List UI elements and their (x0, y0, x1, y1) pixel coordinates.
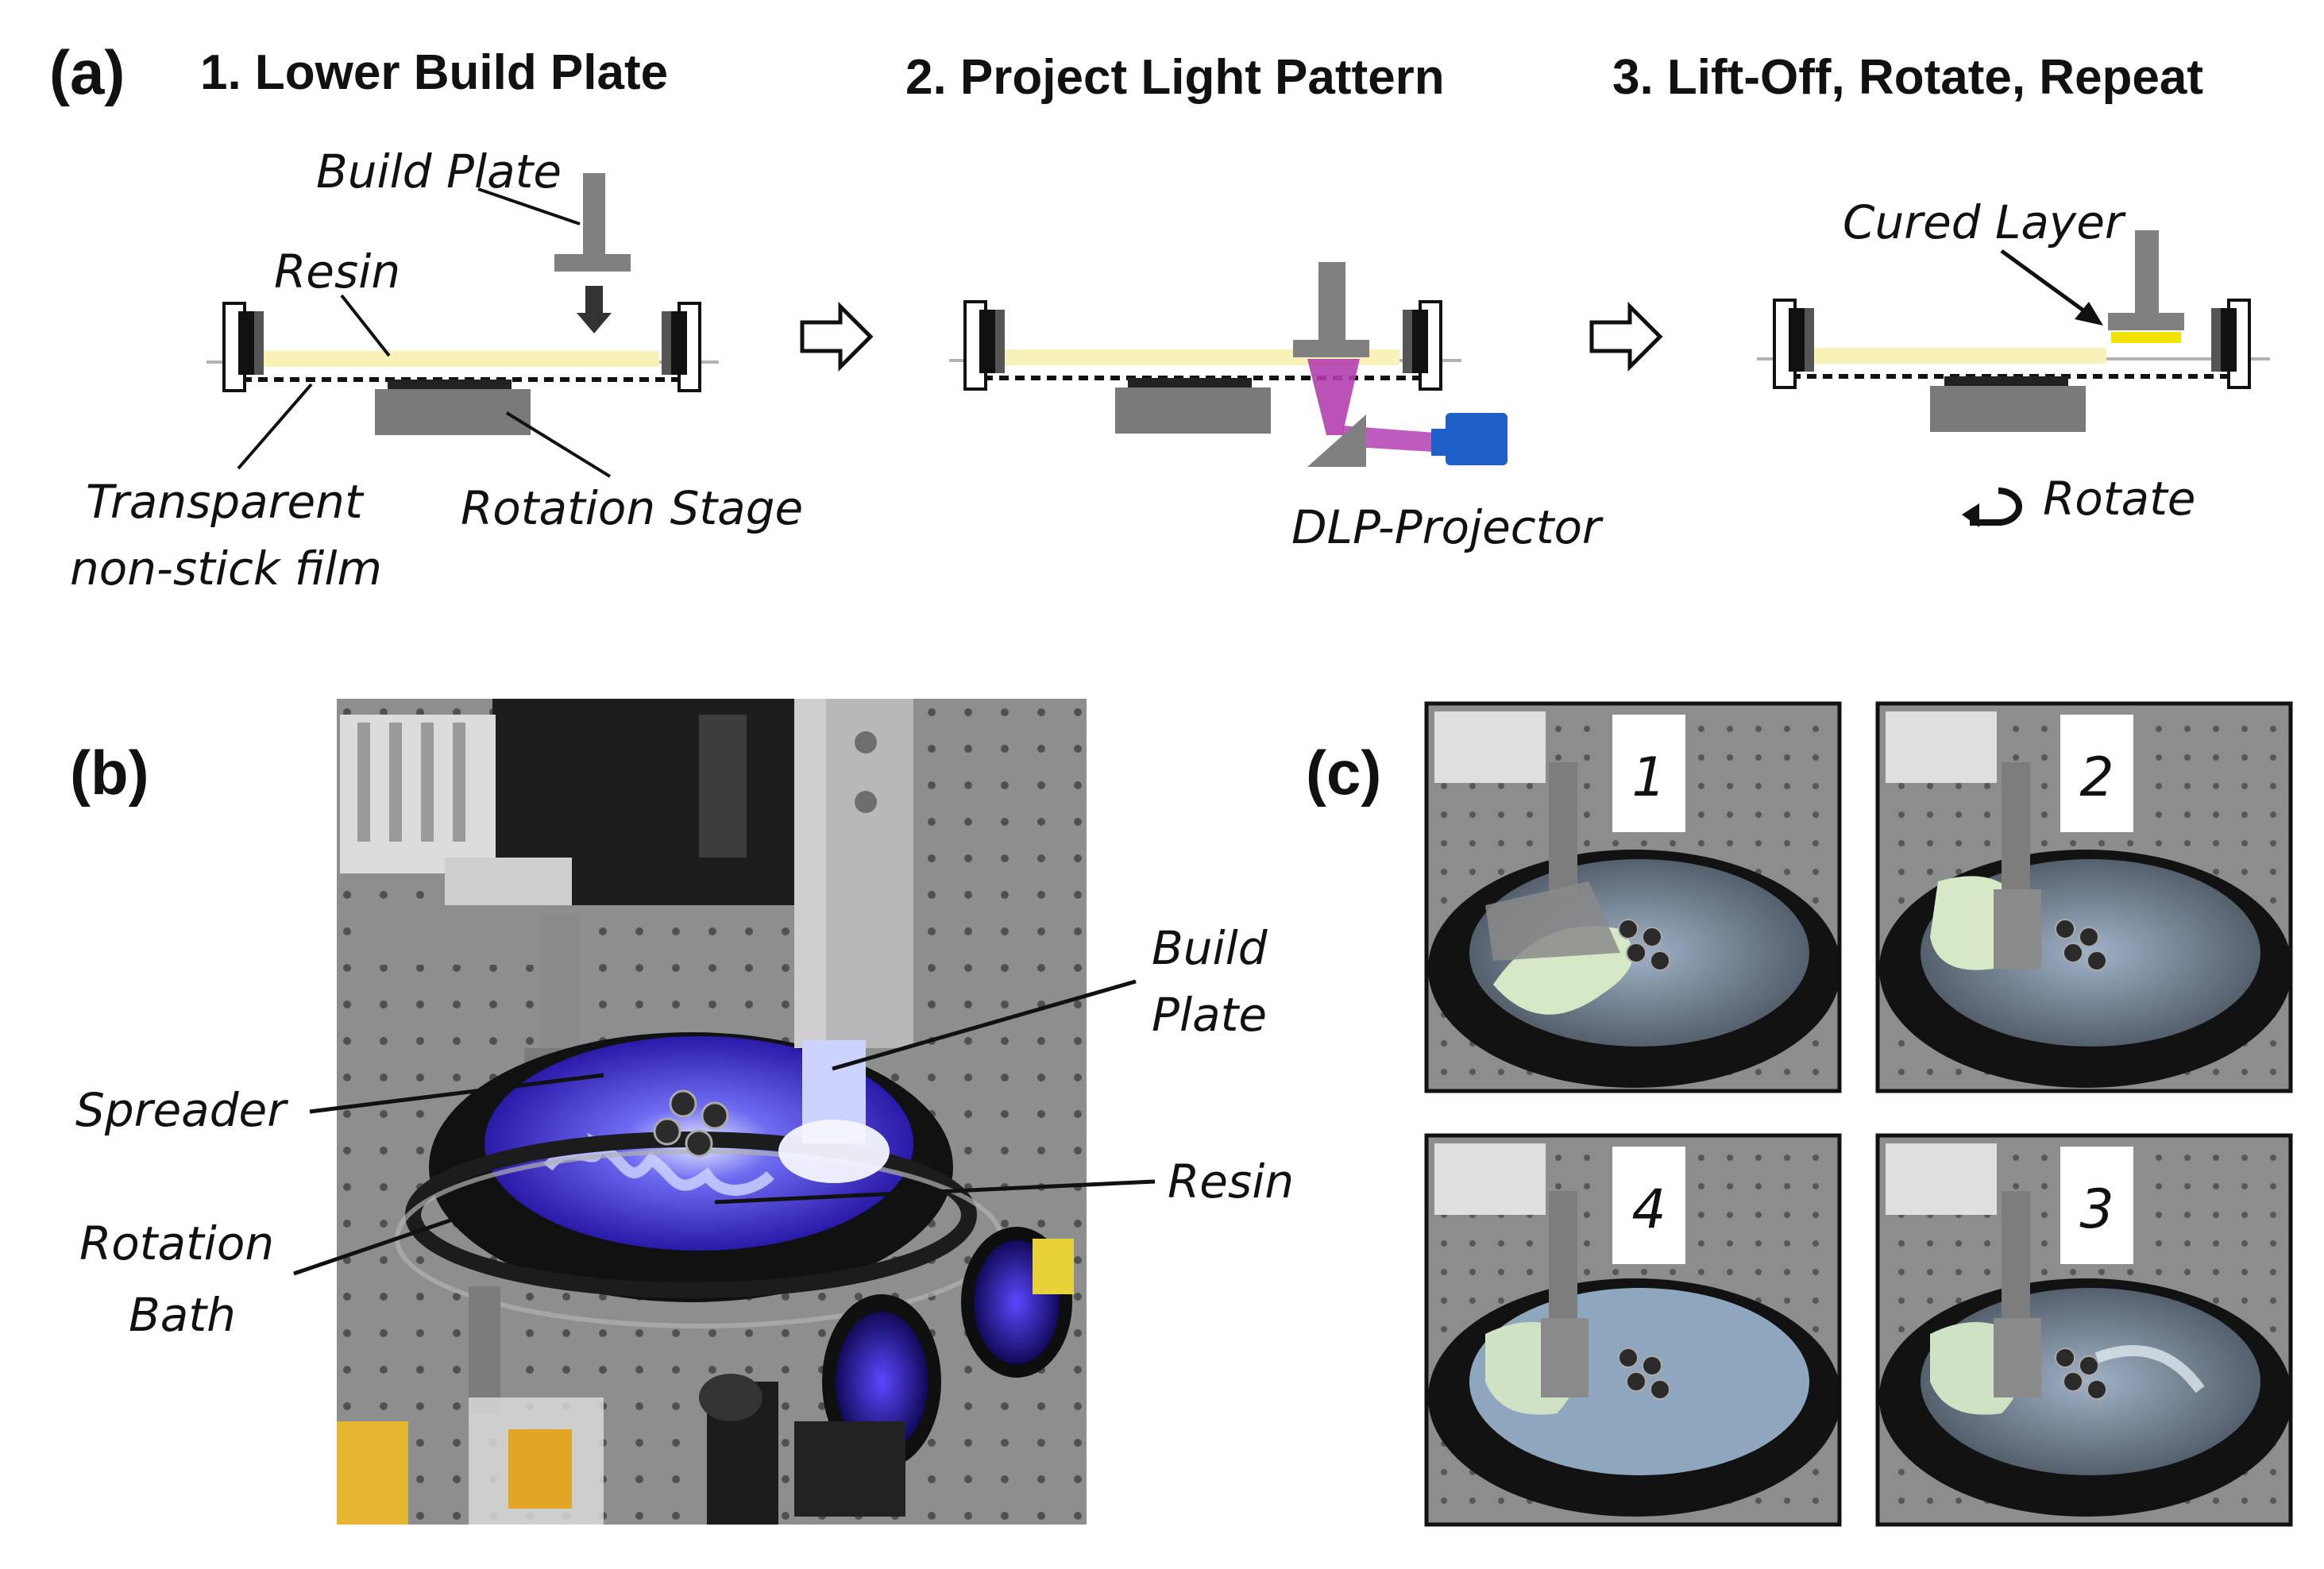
step3-build-plate-shaft (2135, 230, 2159, 314)
mirror (1307, 414, 1366, 467)
step-1-title: 1. Lower Build Plate (200, 45, 668, 100)
printer-photo (337, 699, 1087, 1525)
light-beam (1307, 359, 1360, 435)
light-beam-horizontal (1342, 426, 1446, 453)
leader-b-resin (714, 1179, 1156, 1205)
step-3-diagram: Cured Layer Rotate (1757, 195, 2270, 527)
cured-layer (2111, 332, 2181, 343)
step3-rotation-stage (1930, 386, 2086, 432)
label-resin: Resin (274, 245, 400, 299)
step1-right-clamp (662, 302, 701, 392)
down-arrow-icon (577, 286, 612, 333)
step2-build-plate (1293, 340, 1369, 357)
label-b-build-plate-line2: Plate (1152, 988, 1267, 1042)
frame-1-number: 1 (1631, 746, 1666, 809)
leader-cured-layer-head (2075, 302, 2103, 326)
leader-b-build-plate (832, 979, 1137, 1071)
panel-a: (a) 1. Lower Build Plate 2. Project Ligh… (49, 37, 2270, 596)
step3-right-clamp (2211, 299, 2251, 389)
step3-left-clamp (1773, 299, 1814, 389)
process-arrow-icon (1589, 301, 1663, 372)
step2-build-plate-shaft (1318, 262, 1345, 341)
leader-b-spreader (309, 1073, 604, 1114)
step1-build-plate-shaft (583, 173, 605, 254)
leader-cured-layer (2000, 249, 2090, 317)
label-rotation-stage: Rotation Stage (461, 481, 803, 535)
frame-2-number: 2 (2079, 746, 2114, 809)
label-b-build-plate-line1: Build (1152, 921, 1268, 975)
panel-c: (c) 1 (1306, 701, 2293, 1527)
step1-resin-layer (262, 351, 659, 367)
panel-a-tag: (a) (49, 37, 125, 107)
step2-left-clamp (963, 300, 1005, 391)
step-3-title: 3. Lift-Off, Rotate, Repeat (1612, 50, 2203, 105)
process-arrow-icon (800, 301, 874, 372)
panel-b: (b) (70, 699, 1294, 1525)
leader-rotation-stage (505, 411, 612, 478)
panel-b-tag: (b) (70, 738, 149, 808)
leader-resin (340, 294, 391, 357)
leader-film (237, 383, 313, 470)
label-build-plate: Build Plate (316, 145, 562, 199)
step-2-title: 2. Project Light Pattern (905, 50, 1445, 105)
photo-frame-2: 2 (1875, 701, 2293, 1093)
label-b-rotation-bath-line2: Bath (129, 1288, 236, 1342)
label-b-resin: Resin (1168, 1155, 1294, 1209)
label-dlp-projector: DLP-Projector (1291, 500, 1604, 554)
photo-frame-4: 4 (1424, 1133, 1842, 1527)
step1-stage-top (388, 380, 512, 391)
step-2-diagram: DLP-Projector (949, 262, 1604, 554)
label-b-rotation-bath-line1: Rotation (79, 1216, 274, 1270)
step-1-diagram: Build Plate Resin Transparent non-stick … (70, 145, 803, 596)
photo-frame-1: 1 (1424, 701, 1842, 1093)
rotate-icon (1962, 488, 2022, 527)
frame-4-number: 4 (1631, 1178, 1666, 1241)
step2-right-clamp (1403, 300, 1442, 391)
leader-b-rotation-bath (293, 1198, 509, 1276)
step3-resin-layer (1812, 348, 2106, 364)
label-film-line1: Transparent (86, 475, 365, 529)
panel-c-tag: (c) (1306, 738, 1381, 808)
projector-icon (1431, 413, 1508, 465)
label-b-spreader: Spreader (75, 1083, 288, 1137)
label-film-line2: non-stick film (70, 542, 382, 596)
step3-build-plate (2108, 313, 2184, 330)
frame-3-number: 3 (2079, 1178, 2114, 1241)
step1-build-plate (554, 254, 631, 272)
step1-rotation-stage (375, 389, 531, 435)
leader-build-plate (477, 187, 581, 226)
step2-rotation-stage (1115, 387, 1271, 434)
label-cured-layer: Cured Layer (1843, 195, 2126, 249)
label-rotate: Rotate (2043, 472, 2196, 526)
step1-left-clamp (222, 302, 264, 392)
photo-frame-3: 3 (1875, 1133, 2293, 1527)
